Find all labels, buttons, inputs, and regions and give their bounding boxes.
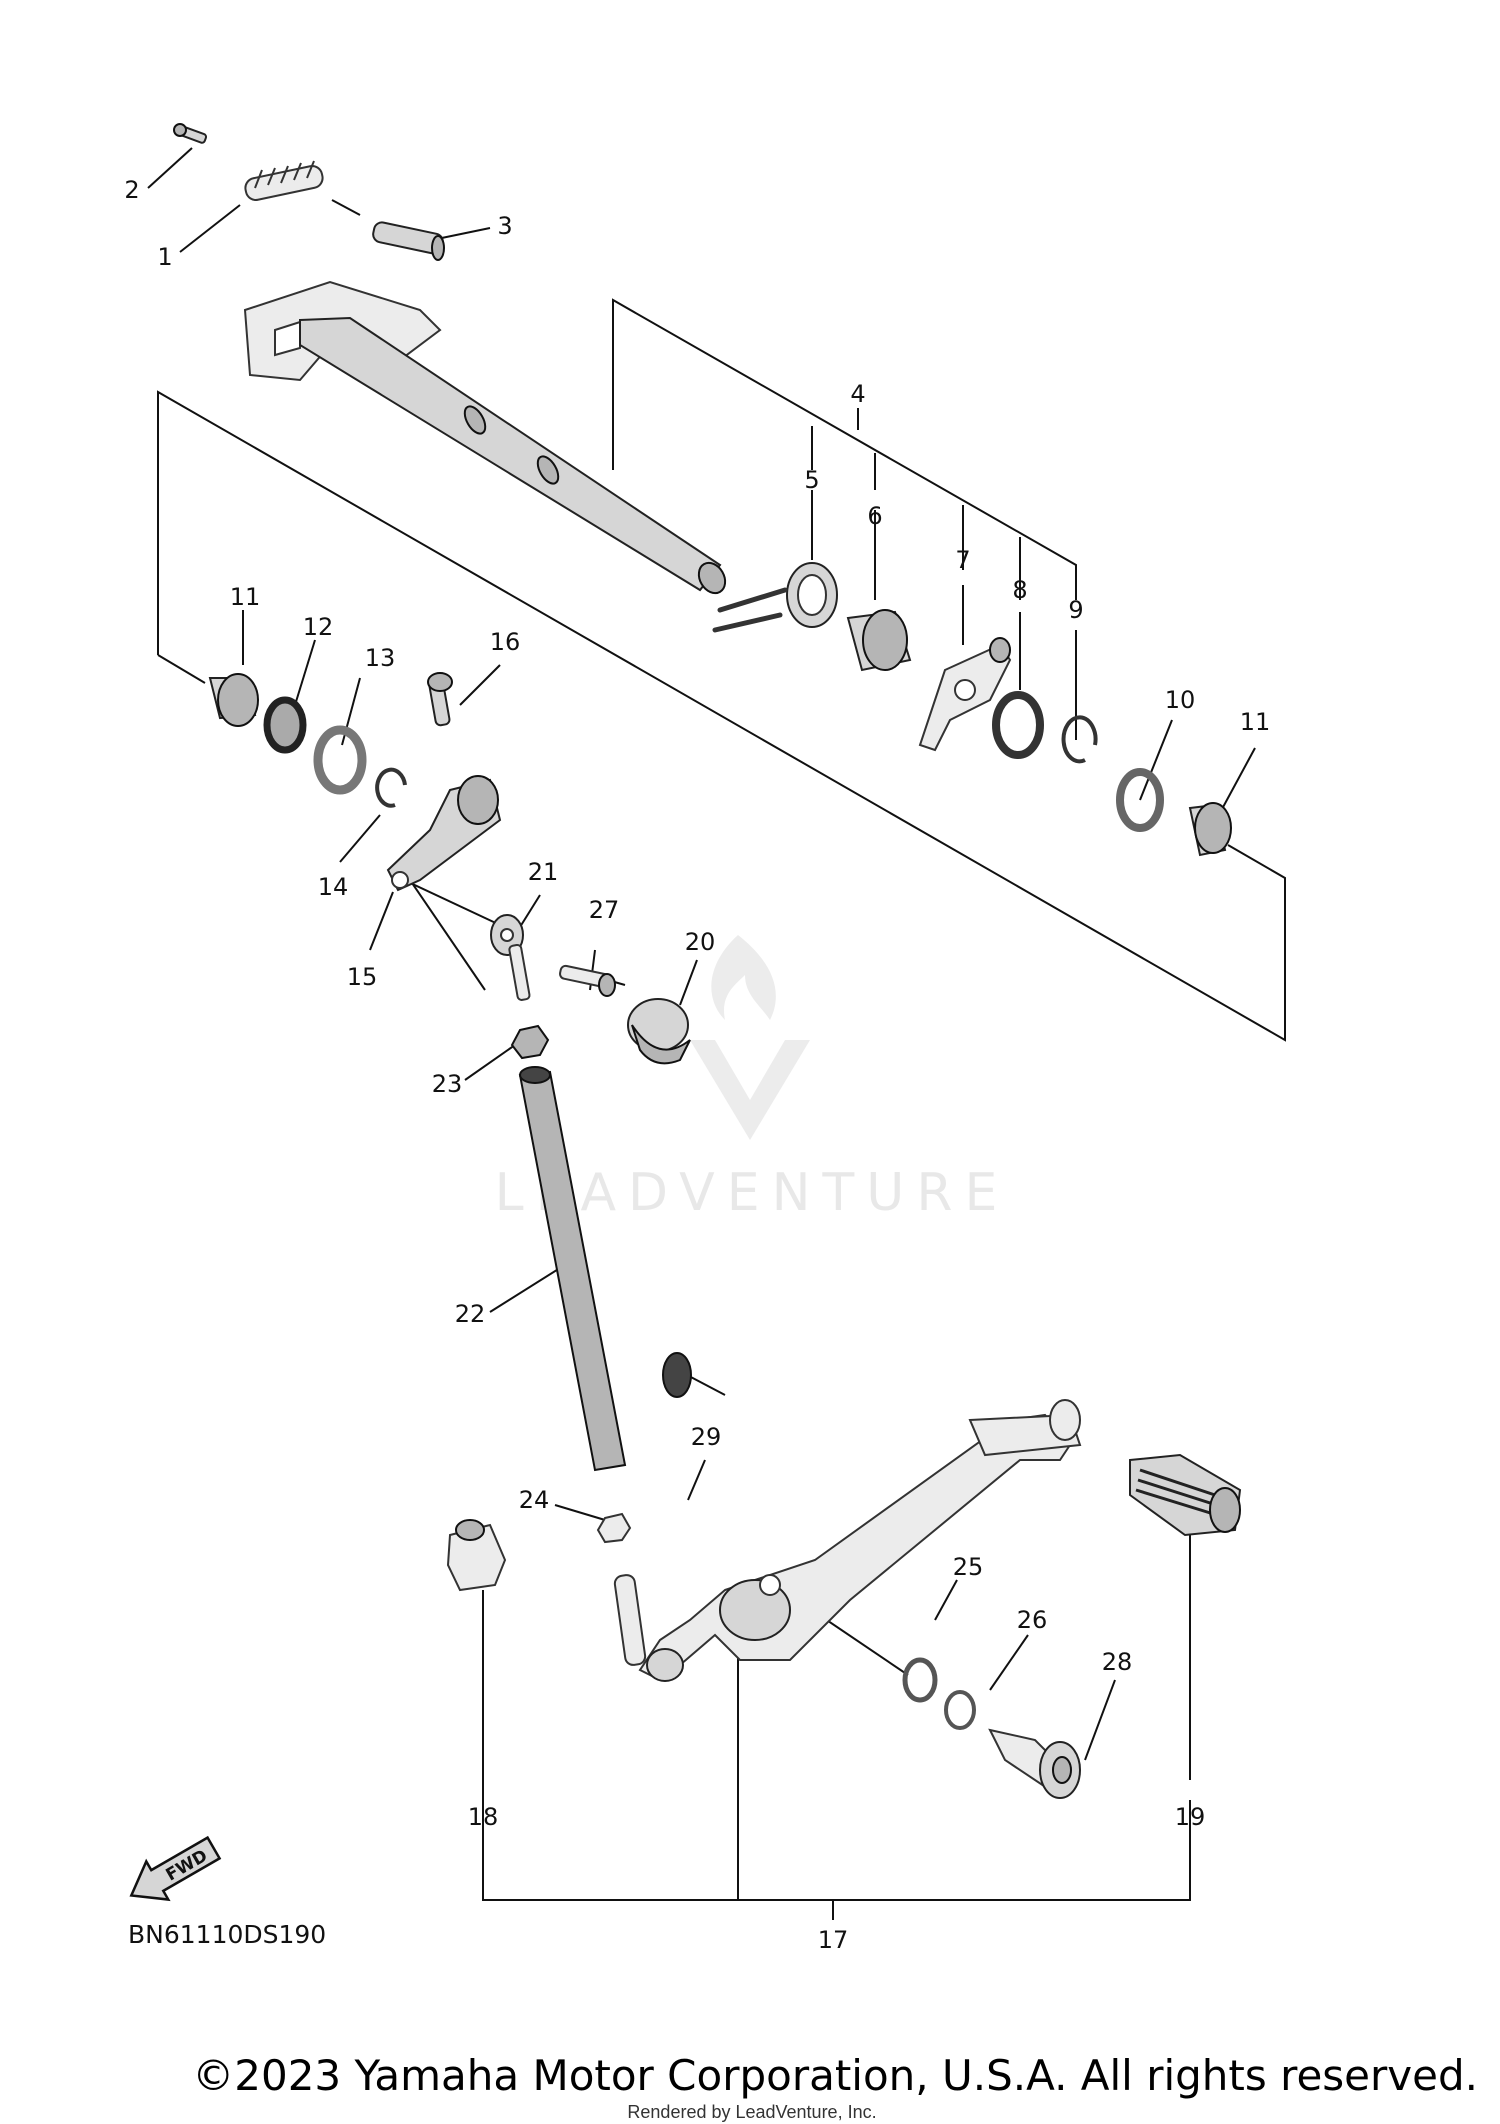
part-20-dust-boot	[627, 998, 691, 1065]
callout-12: 12	[303, 613, 334, 641]
callout-8: 8	[1012, 576, 1027, 604]
callout-2: 2	[124, 176, 139, 204]
callout-27: 27	[589, 896, 620, 924]
callout-28: 28	[1102, 1648, 1133, 1676]
part-5-torsion-spring	[712, 562, 838, 633]
part-17-shift-pedal	[613, 1399, 1082, 1682]
callout-13: 13	[365, 644, 396, 672]
part-16-bolt	[427, 672, 453, 727]
part-15-shift-arm	[386, 775, 502, 892]
watermark: LEADVENTURE	[495, 935, 1010, 1223]
callout-9: 9	[1068, 596, 1083, 624]
part-2-bolt	[173, 123, 208, 144]
parts	[173, 123, 1242, 1799]
part-26-o-ring	[944, 1690, 976, 1730]
part-11-bushing-left	[208, 673, 259, 727]
watermark-flame-icon	[711, 935, 776, 1020]
callout-25: 25	[953, 1553, 984, 1581]
part-14-circlip	[375, 767, 407, 808]
part-7-stopper-lever	[918, 637, 1012, 752]
part-9-circlip	[1061, 715, 1098, 764]
part-3-pin	[372, 221, 445, 261]
part-25-o-ring	[902, 1657, 938, 1703]
callout-labels: 1 2 3 4 5 6 7 8 9 10 11 11 12 13 14 15 1…	[124, 176, 1270, 1954]
part-29-washer	[662, 1352, 692, 1398]
part-23-nut	[510, 1024, 550, 1060]
callout-16: 16	[490, 628, 521, 656]
callout-23: 23	[432, 1070, 463, 1098]
part-28-pivot-bolt	[988, 1728, 1081, 1799]
callout-3: 3	[497, 212, 512, 240]
watermark-text: LEADVENTURE	[495, 1163, 1010, 1223]
callout-10: 10	[1165, 686, 1196, 714]
callout-14: 14	[318, 873, 349, 901]
part-6-collar	[846, 609, 912, 672]
fwd-arrow-icon: FWD	[129, 1835, 222, 1902]
callout-11-right: 11	[1240, 708, 1271, 736]
part-21-rod-end	[490, 914, 531, 1001]
part-18-bolt	[446, 1519, 507, 1592]
callout-24: 24	[519, 1486, 550, 1514]
part-10-washer	[1116, 768, 1164, 832]
leader-lines	[147, 147, 1286, 1920]
callout-29: 29	[691, 1423, 722, 1451]
callout-1: 1	[157, 243, 172, 271]
part-27-bolt	[559, 964, 616, 997]
callout-5: 5	[804, 466, 819, 494]
callout-20: 20	[685, 928, 716, 956]
part-1-spring	[244, 160, 324, 202]
callout-15: 15	[347, 963, 378, 991]
callout-17: 17	[818, 1926, 849, 1954]
part-11-bushing-right	[1188, 802, 1232, 857]
part-19-pedal-rubber	[1129, 1453, 1242, 1537]
part-13-washer	[313, 725, 367, 795]
part-22-shift-rod	[518, 1066, 627, 1472]
callout-21: 21	[528, 858, 559, 886]
part-4-shift-shaft	[243, 280, 727, 595]
copyright-notice: ©2023 Yamaha Motor Corporation, U.S.A. A…	[192, 2051, 1478, 2100]
callout-19: 19	[1175, 1803, 1206, 1831]
part-8-washer	[992, 691, 1044, 759]
drawing-code: BN61110DS190	[128, 1920, 326, 1949]
rendered-by-notice: Rendered by LeadVenture, Inc.	[627, 2102, 876, 2122]
part-12-oil-seal	[263, 696, 307, 754]
watermark-v-icon	[690, 1040, 810, 1140]
callout-6: 6	[867, 502, 882, 530]
callout-22: 22	[455, 1300, 486, 1328]
part-24-nut	[596, 1512, 632, 1544]
callout-7: 7	[955, 546, 970, 574]
callout-18: 18	[468, 1803, 499, 1831]
callout-26: 26	[1017, 1606, 1048, 1634]
callout-11-left: 11	[230, 583, 261, 611]
callout-4: 4	[850, 380, 865, 408]
